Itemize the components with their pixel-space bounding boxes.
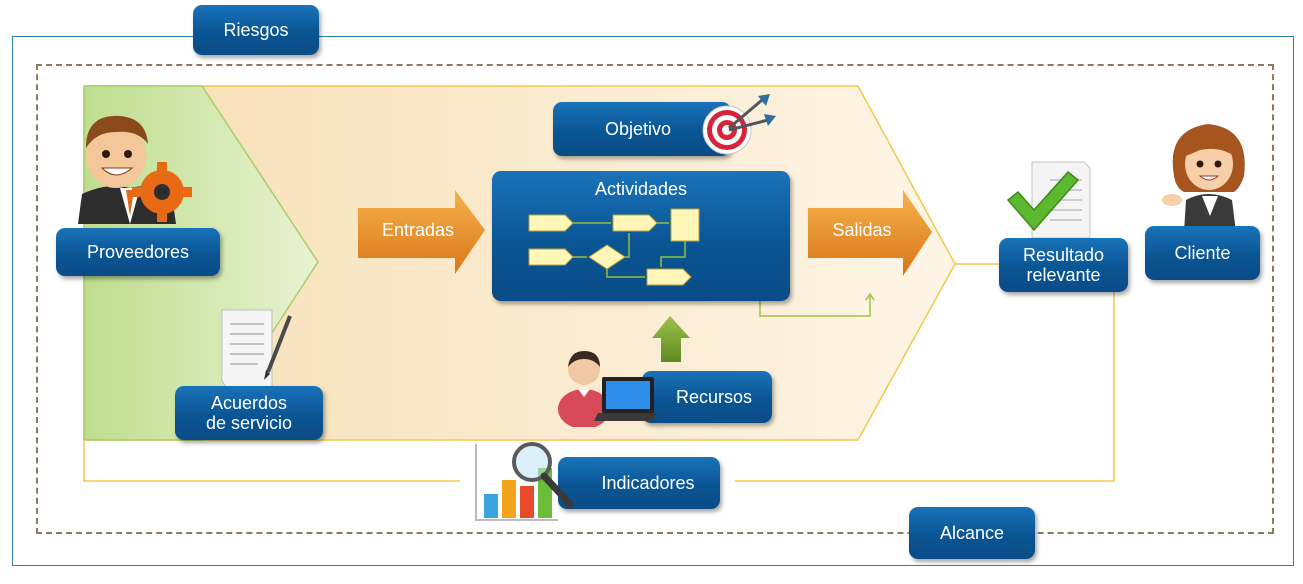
scope-box: Alcance <box>909 507 1035 559</box>
client-label: Cliente <box>1174 243 1231 263</box>
resources-label: Recursos <box>675 387 753 407</box>
indicator-feedback-line-left <box>83 440 460 482</box>
businesswoman-icon <box>1162 124 1245 232</box>
objective-label: Objetivo <box>605 119 672 139</box>
target-darts-icon <box>702 94 776 155</box>
scope-label: Alcance <box>939 523 1005 543</box>
outer-frame <box>12 36 1294 566</box>
suppliers-label: Proveedores <box>86 242 190 262</box>
service-agreements-line1: Acuerdos <box>210 393 288 413</box>
indicators-label: Indicadores <box>601 473 695 493</box>
risks-label: Riesgos <box>223 20 289 40</box>
outputs-arrow <box>808 190 932 276</box>
checkmark-document-icon <box>1006 161 1091 239</box>
client-box: Cliente <box>1145 226 1260 280</box>
inputs-arrow <box>358 190 485 274</box>
relevant-result-box: Resultado relevante <box>999 238 1128 292</box>
businessman-gear-icon <box>78 115 192 224</box>
worker-laptop-icon <box>558 351 658 427</box>
service-agreements-box: Acuerdos de servicio <box>175 386 323 440</box>
activities-label: Actividades <box>594 179 688 199</box>
inputs-label: Entradas <box>362 218 474 242</box>
indicator-feedback-line <box>735 292 1115 482</box>
resources-box: Recursos <box>642 371 772 423</box>
relevant-result-line2: relevante <box>1026 265 1101 285</box>
suppliers-box: Proveedores <box>56 228 220 276</box>
resources-up-arrow <box>652 316 690 362</box>
relevant-result-line1: Resultado <box>1022 245 1105 265</box>
scope-boundary <box>36 64 1274 534</box>
outputs-label: Salidas <box>808 218 916 242</box>
inputs-text: Entradas <box>381 219 455 240</box>
outputs-text: Salidas <box>832 219 892 240</box>
contract-document-icon <box>221 309 292 389</box>
activities-box: Actividades <box>492 171 790 301</box>
bar-chart-magnifier-icon <box>475 442 574 521</box>
objective-box: Objetivo <box>553 102 731 156</box>
risks-box: Riesgos <box>193 5 319 55</box>
service-agreements-line2: de servicio <box>205 413 293 433</box>
activities-flow-diagram <box>528 208 700 286</box>
indicators-box: Indicadores <box>558 457 720 509</box>
